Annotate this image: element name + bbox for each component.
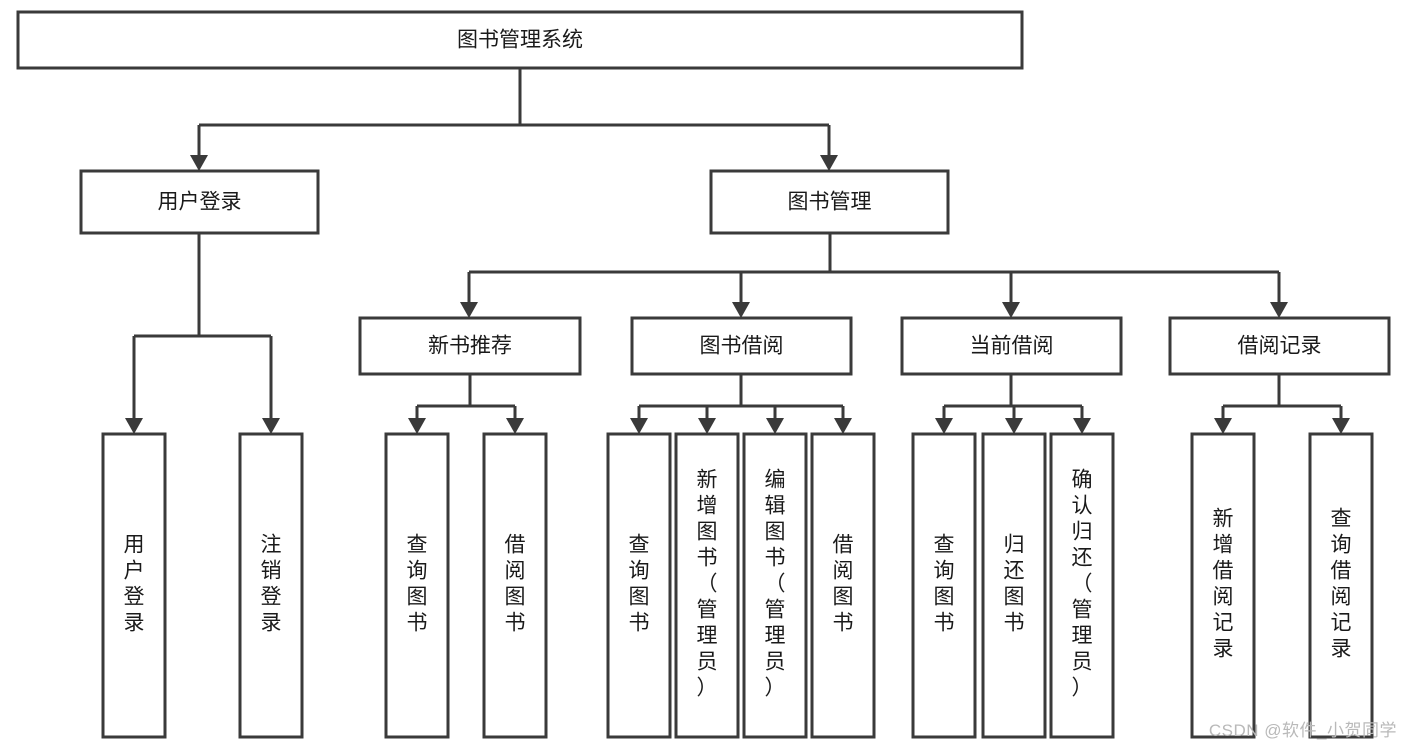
node-label-leaf-add-book-admin: 新增图书（管理员） xyxy=(697,469,718,700)
node-label-new-book-recommend: 新书推荐 xyxy=(428,335,512,358)
node-box-leaf-query-book-current[interactable] xyxy=(911,432,977,739)
node-leaf-borrow-book[interactable]: 借阅图书 xyxy=(810,432,876,739)
node-leaf-user-login[interactable]: 用户登录 xyxy=(101,432,167,739)
node-book-manage[interactable]: 图书管理 xyxy=(709,169,950,235)
node-box-leaf-add-borrow-record[interactable] xyxy=(1190,432,1256,739)
node-leaf-query-book-recommend[interactable]: 查询图书 xyxy=(384,432,450,739)
node-leaf-edit-book-admin[interactable]: 编辑图书（管理员） xyxy=(742,432,808,739)
book-manage-drop-3-arrowhead xyxy=(1270,302,1288,318)
node-label-leaf-user-logout: 注销登录 xyxy=(261,534,282,635)
book-manage-drop-2-arrowhead xyxy=(1002,302,1020,318)
node-box-leaf-user-logout[interactable] xyxy=(238,432,304,739)
node-label-current-borrow: 当前借阅 xyxy=(970,335,1054,358)
user-login-drop-1-arrowhead xyxy=(262,418,280,434)
node-label-book-borrow: 图书借阅 xyxy=(700,335,784,358)
new-book-recommend-drop-0-arrowhead xyxy=(408,418,426,434)
node-leaf-return-book[interactable]: 归还图书 xyxy=(981,432,1047,739)
book-borrow-drop-0-arrowhead xyxy=(630,418,648,434)
node-box-leaf-query-book-recommend[interactable] xyxy=(384,432,450,739)
book-borrow-drop-3-arrowhead xyxy=(834,418,852,434)
node-current-borrow[interactable]: 当前借阅 xyxy=(900,316,1123,376)
borrow-record-drop-1-arrowhead xyxy=(1332,418,1350,434)
node-box-leaf-user-login[interactable] xyxy=(101,432,167,739)
book-manage-drop-1-arrowhead xyxy=(732,302,750,318)
root-drop-0-arrowhead xyxy=(190,155,208,171)
node-box-book-borrow[interactable] xyxy=(630,316,853,376)
node-box-book-manage[interactable] xyxy=(709,169,950,235)
node-label-borrow-record: 借阅记录 xyxy=(1238,335,1322,358)
node-leaf-borrow-book-recommend[interactable]: 借阅图书 xyxy=(482,432,548,739)
node-label-leaf-query-book-current: 查询图书 xyxy=(934,534,955,635)
book-manage-drop-0-arrowhead xyxy=(460,302,478,318)
node-box-user-login[interactable] xyxy=(79,169,320,235)
root-drop-1-arrowhead xyxy=(820,155,838,171)
node-label-root: 图书管理系统 xyxy=(457,29,583,52)
node-root[interactable]: 图书管理系统 xyxy=(16,10,1024,70)
node-box-new-book-recommend[interactable] xyxy=(358,316,582,376)
node-box-leaf-query-book-borrow[interactable] xyxy=(606,432,672,739)
node-box-leaf-return-book[interactable] xyxy=(981,432,1047,739)
node-label-leaf-borrow-book-recommend: 借阅图书 xyxy=(505,534,526,635)
node-label-leaf-query-book-recommend: 查询图书 xyxy=(407,534,428,635)
node-book-borrow[interactable]: 图书借阅 xyxy=(630,316,853,376)
node-label-leaf-confirm-return-admin: 确认归还（管理员） xyxy=(1072,469,1093,700)
node-leaf-query-book-borrow[interactable]: 查询图书 xyxy=(606,432,672,739)
node-leaf-query-book-current[interactable]: 查询图书 xyxy=(911,432,977,739)
current-borrow-drop-2-arrowhead xyxy=(1073,418,1091,434)
node-box-root[interactable] xyxy=(16,10,1024,70)
node-label-leaf-add-borrow-record: 新增借阅记录 xyxy=(1213,508,1234,661)
node-label-leaf-edit-book-admin: 编辑图书（管理员） xyxy=(765,469,786,700)
current-borrow-drop-1-arrowhead xyxy=(1005,418,1023,434)
node-user-login[interactable]: 用户登录 xyxy=(79,169,320,235)
node-label-leaf-user-login: 用户登录 xyxy=(124,534,145,635)
node-label-leaf-return-book: 归还图书 xyxy=(1004,534,1025,635)
node-layer: 图书管理系统用户登录图书管理新书推荐图书借阅当前借阅借阅记录用户登录注销登录查询… xyxy=(16,10,1391,739)
node-box-leaf-query-borrow-record[interactable] xyxy=(1308,432,1374,739)
book-borrow-drop-2-arrowhead xyxy=(766,418,784,434)
node-label-leaf-query-book-borrow: 查询图书 xyxy=(629,534,650,635)
connector-layer xyxy=(125,68,1350,434)
node-box-leaf-edit-book-admin[interactable] xyxy=(742,432,808,739)
node-label-book-manage: 图书管理 xyxy=(788,191,872,214)
node-leaf-user-logout[interactable]: 注销登录 xyxy=(238,432,304,739)
node-leaf-add-borrow-record[interactable]: 新增借阅记录 xyxy=(1190,432,1256,739)
node-leaf-add-book-admin[interactable]: 新增图书（管理员） xyxy=(674,432,740,739)
node-box-current-borrow[interactable] xyxy=(900,316,1123,376)
book-borrow-drop-1-arrowhead xyxy=(698,418,716,434)
new-book-recommend-drop-1-arrowhead xyxy=(506,418,524,434)
node-box-leaf-add-book-admin[interactable] xyxy=(674,432,740,739)
node-label-leaf-borrow-book: 借阅图书 xyxy=(833,534,854,635)
node-box-borrow-record[interactable] xyxy=(1168,316,1391,376)
node-label-user-login: 用户登录 xyxy=(158,191,242,214)
node-box-leaf-borrow-book-recommend[interactable] xyxy=(482,432,548,739)
borrow-record-drop-0-arrowhead xyxy=(1214,418,1232,434)
node-borrow-record[interactable]: 借阅记录 xyxy=(1168,316,1391,376)
current-borrow-drop-0-arrowhead xyxy=(935,418,953,434)
node-label-leaf-query-borrow-record: 查询借阅记录 xyxy=(1331,508,1352,661)
node-leaf-confirm-return-admin[interactable]: 确认归还（管理员） xyxy=(1049,432,1115,739)
node-box-leaf-confirm-return-admin[interactable] xyxy=(1049,432,1115,739)
node-new-book-recommend[interactable]: 新书推荐 xyxy=(358,316,582,376)
node-leaf-query-borrow-record[interactable]: 查询借阅记录 xyxy=(1308,432,1374,739)
node-box-leaf-borrow-book[interactable] xyxy=(810,432,876,739)
user-login-drop-0-arrowhead xyxy=(125,418,143,434)
